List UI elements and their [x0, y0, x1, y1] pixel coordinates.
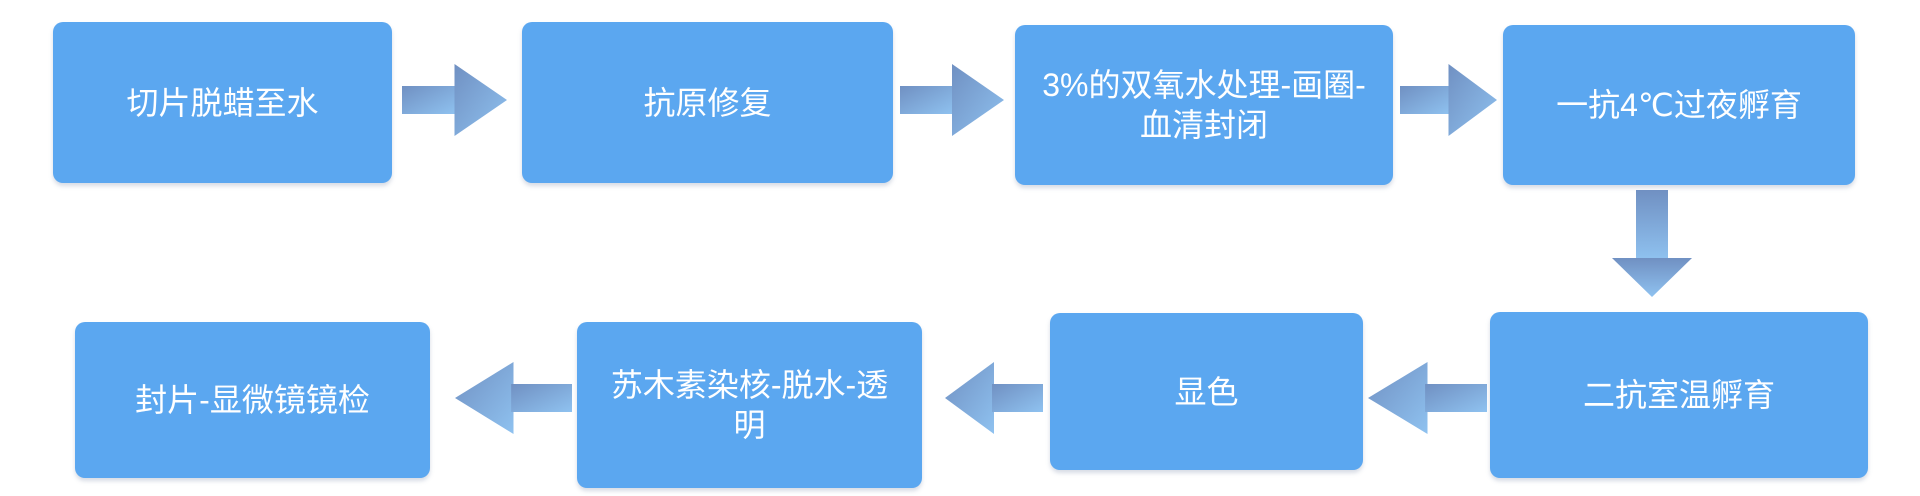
step-label: 二抗室温孵育: [1582, 377, 1775, 413]
flow-arrow-left-icon: [455, 362, 572, 434]
step-label-line2: 血清封闭: [1139, 107, 1268, 143]
step-label: 抗原修复: [643, 84, 772, 121]
step-label-line1: 苏木素染核-脱水-透: [610, 367, 889, 403]
step-label: 切片脱蜡至水: [126, 84, 319, 121]
flow-arrow-left-icon: [945, 362, 1043, 434]
flow-arrow-left-icon: [1368, 362, 1487, 434]
step-box-peroxide-blocking: 3%的双氧水处理-画圈- 血清封闭: [1015, 25, 1393, 185]
flow-arrow-down-icon: [1612, 190, 1692, 297]
flow-arrow-right-icon: [402, 64, 507, 136]
step-box-dewaxing: 切片脱蜡至水: [53, 22, 392, 183]
step-label: 一抗4℃过夜孵育: [1556, 87, 1802, 123]
step-box-color-development: 显色: [1050, 313, 1363, 470]
flow-arrow-right-icon: [1400, 64, 1497, 136]
step-label: 显色: [1174, 373, 1239, 410]
flow-arrow-right-icon: [900, 64, 1004, 136]
step-label: 封片-显微镜镜检: [135, 382, 370, 418]
step-box-counterstain-dehydrate: 苏木素染核-脱水-透 明: [577, 322, 922, 488]
step-box-secondary-antibody: 二抗室温孵育: [1490, 312, 1868, 478]
step-label-line1: 3%的双氧水处理-画圈-: [1042, 67, 1366, 103]
step-box-mounting-microscopy: 封片-显微镜镜检: [75, 322, 430, 478]
step-box-primary-antibody: 一抗4℃过夜孵育: [1503, 25, 1855, 185]
step-box-antigen-retrieval: 抗原修复: [522, 22, 893, 183]
step-label-line2: 明: [733, 407, 766, 443]
